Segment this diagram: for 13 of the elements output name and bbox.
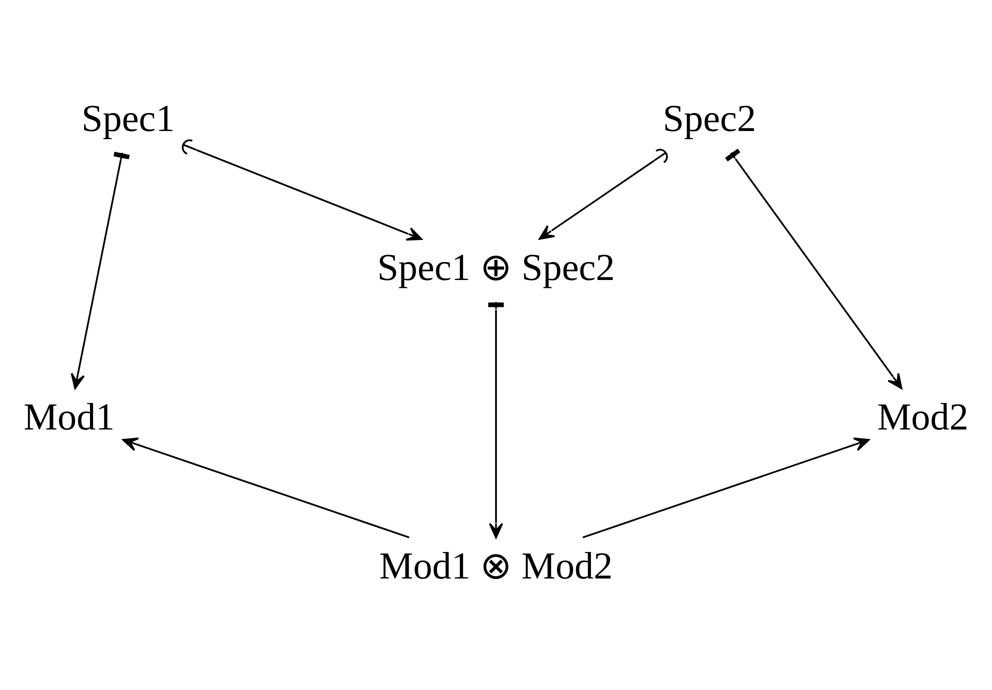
arrow [182,139,422,241]
node-text: Spec2 [662,98,756,140]
node-text: Spec1 [82,98,175,140]
node-text: Mod1 ⊗ Mod2 [379,546,613,588]
arrow [582,438,870,538]
arrow [122,438,410,538]
arrow [725,148,902,390]
arrow [488,302,504,538]
arrow [70,152,130,390]
arrow [538,148,668,240]
node-text: Spec1 ⊕ Spec2 [377,247,615,290]
node-text: Mod1 [24,396,115,438]
node-text: Mod2 [877,396,968,438]
